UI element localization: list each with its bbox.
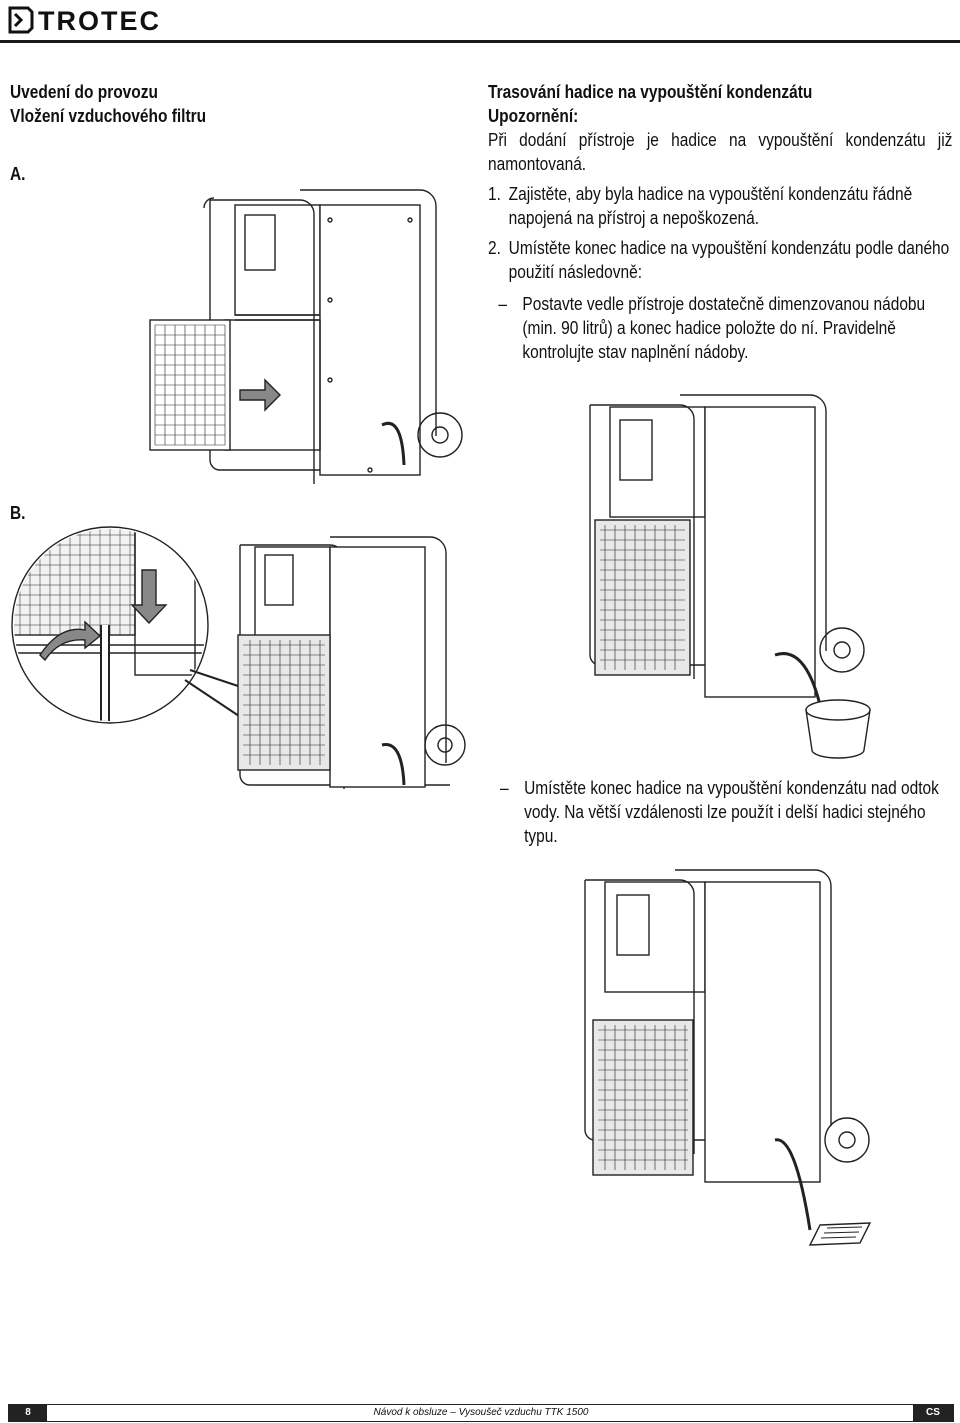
page-footer: Návod k obsluze – Vysoušeč vzduchu TTK 1… [8,1404,954,1422]
step-1: 1. Zajistěte, aby byla hadice na vypoušt… [488,182,952,230]
step-text: Umístěte konec hadice na vypouštění kond… [508,238,950,282]
footer-title: Návod k obsluze – Vysoušeč vzduchu TTK 1… [373,1407,589,1418]
right-column: Trasování hadice na vypouštění kondenzát… [488,80,952,364]
section-heading: Uvedení do provozu Vložení vzduchového f… [10,80,206,128]
bullet-2: – Umístěte konec hadice na vypouštění ko… [500,776,956,848]
label-a: A. [10,164,26,184]
page-subtitle: Vložení vzduchového filtru [10,106,207,126]
note-label: Upozornění: [488,106,579,126]
step-text: Zajistěte, aby byla hadice na vypouštění… [508,184,913,228]
language-code: CS [913,1405,953,1421]
illustration-floor-drain [565,860,885,1260]
step-2: 2. Umístěte konec hadice na vypouštění k… [488,236,952,284]
section-title: Trasování hadice na vypouštění kondenzát… [488,82,813,102]
bucket-icon [805,699,871,759]
illustration-container-drain [570,385,880,765]
bullet-2-block: – Umístěte konec hadice na vypouštění ko… [500,776,956,848]
filter-panel [149,319,231,451]
step-number: 1. [488,184,501,204]
dash-marker: – [498,294,507,314]
trotec-logo: TROTEC [6,4,216,36]
bullet-text: Umístěte konec hadice na vypouštění kond… [524,778,939,846]
floor-drain-icon [808,1222,872,1246]
page-number: 8 [9,1405,47,1421]
bullet-text: Postavte vedle přístroje dostatečně dime… [522,294,926,362]
label-b: B. [10,503,26,523]
step-number: 2. [488,238,501,258]
illustration-filter-detail [10,525,470,805]
note-text: Při dodání přístroje je hadice na vypouš… [488,130,953,174]
header-rule [0,40,960,43]
dash-marker: – [500,778,509,798]
brand-name: TROTEC [38,6,161,36]
page-title: Uvedení do provozu [10,82,158,102]
bullet-1: – Postavte vedle přístroje dostatečně di… [498,292,952,364]
illustration-filter-insertion [140,180,470,500]
